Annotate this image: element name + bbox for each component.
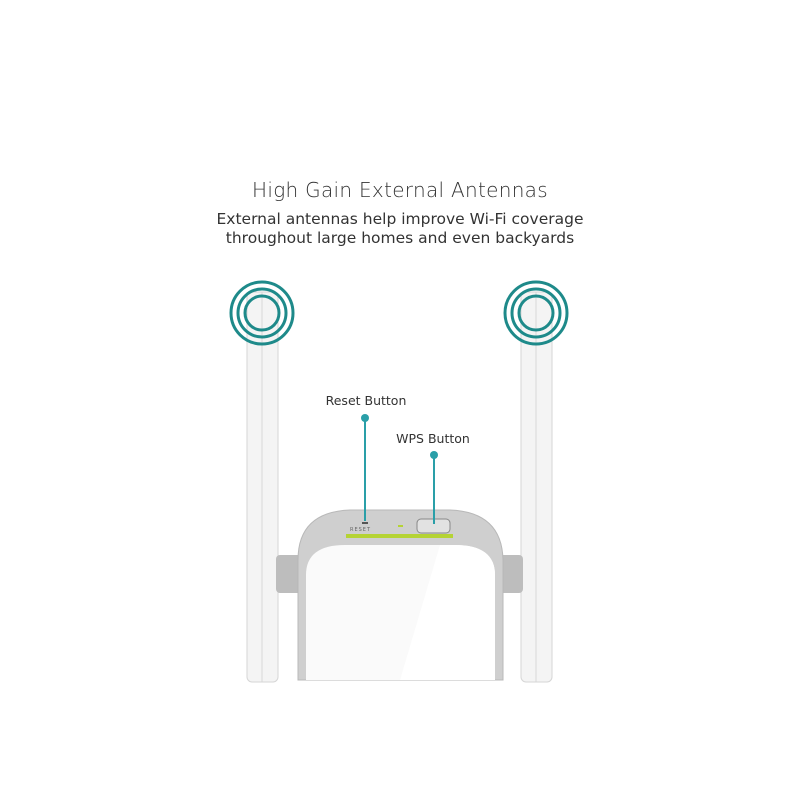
reset-port-text: RESET <box>350 527 372 533</box>
subtitle-line-2: throughout large homes and even backyard… <box>225 229 575 247</box>
signal-rings-icon <box>229 280 295 346</box>
status-led-strip <box>346 534 453 538</box>
reset-button[interactable] <box>362 522 368 524</box>
status-led <box>398 525 403 527</box>
page-title: High Gain External Antennas <box>252 178 548 202</box>
reset-button-label: Reset Button <box>325 393 407 408</box>
right-hinge <box>497 555 523 593</box>
left-antenna <box>229 280 295 683</box>
signal-rings-icon <box>503 280 569 346</box>
subtitle-line-1: External antennas help improve Wi-Fi cov… <box>216 210 584 228</box>
wps-button-label: WPS Button <box>396 431 470 446</box>
right-antenna <box>503 280 569 683</box>
reset-callout-dot <box>361 414 369 422</box>
wps-callout-dot <box>430 451 438 459</box>
left-hinge <box>276 555 302 593</box>
